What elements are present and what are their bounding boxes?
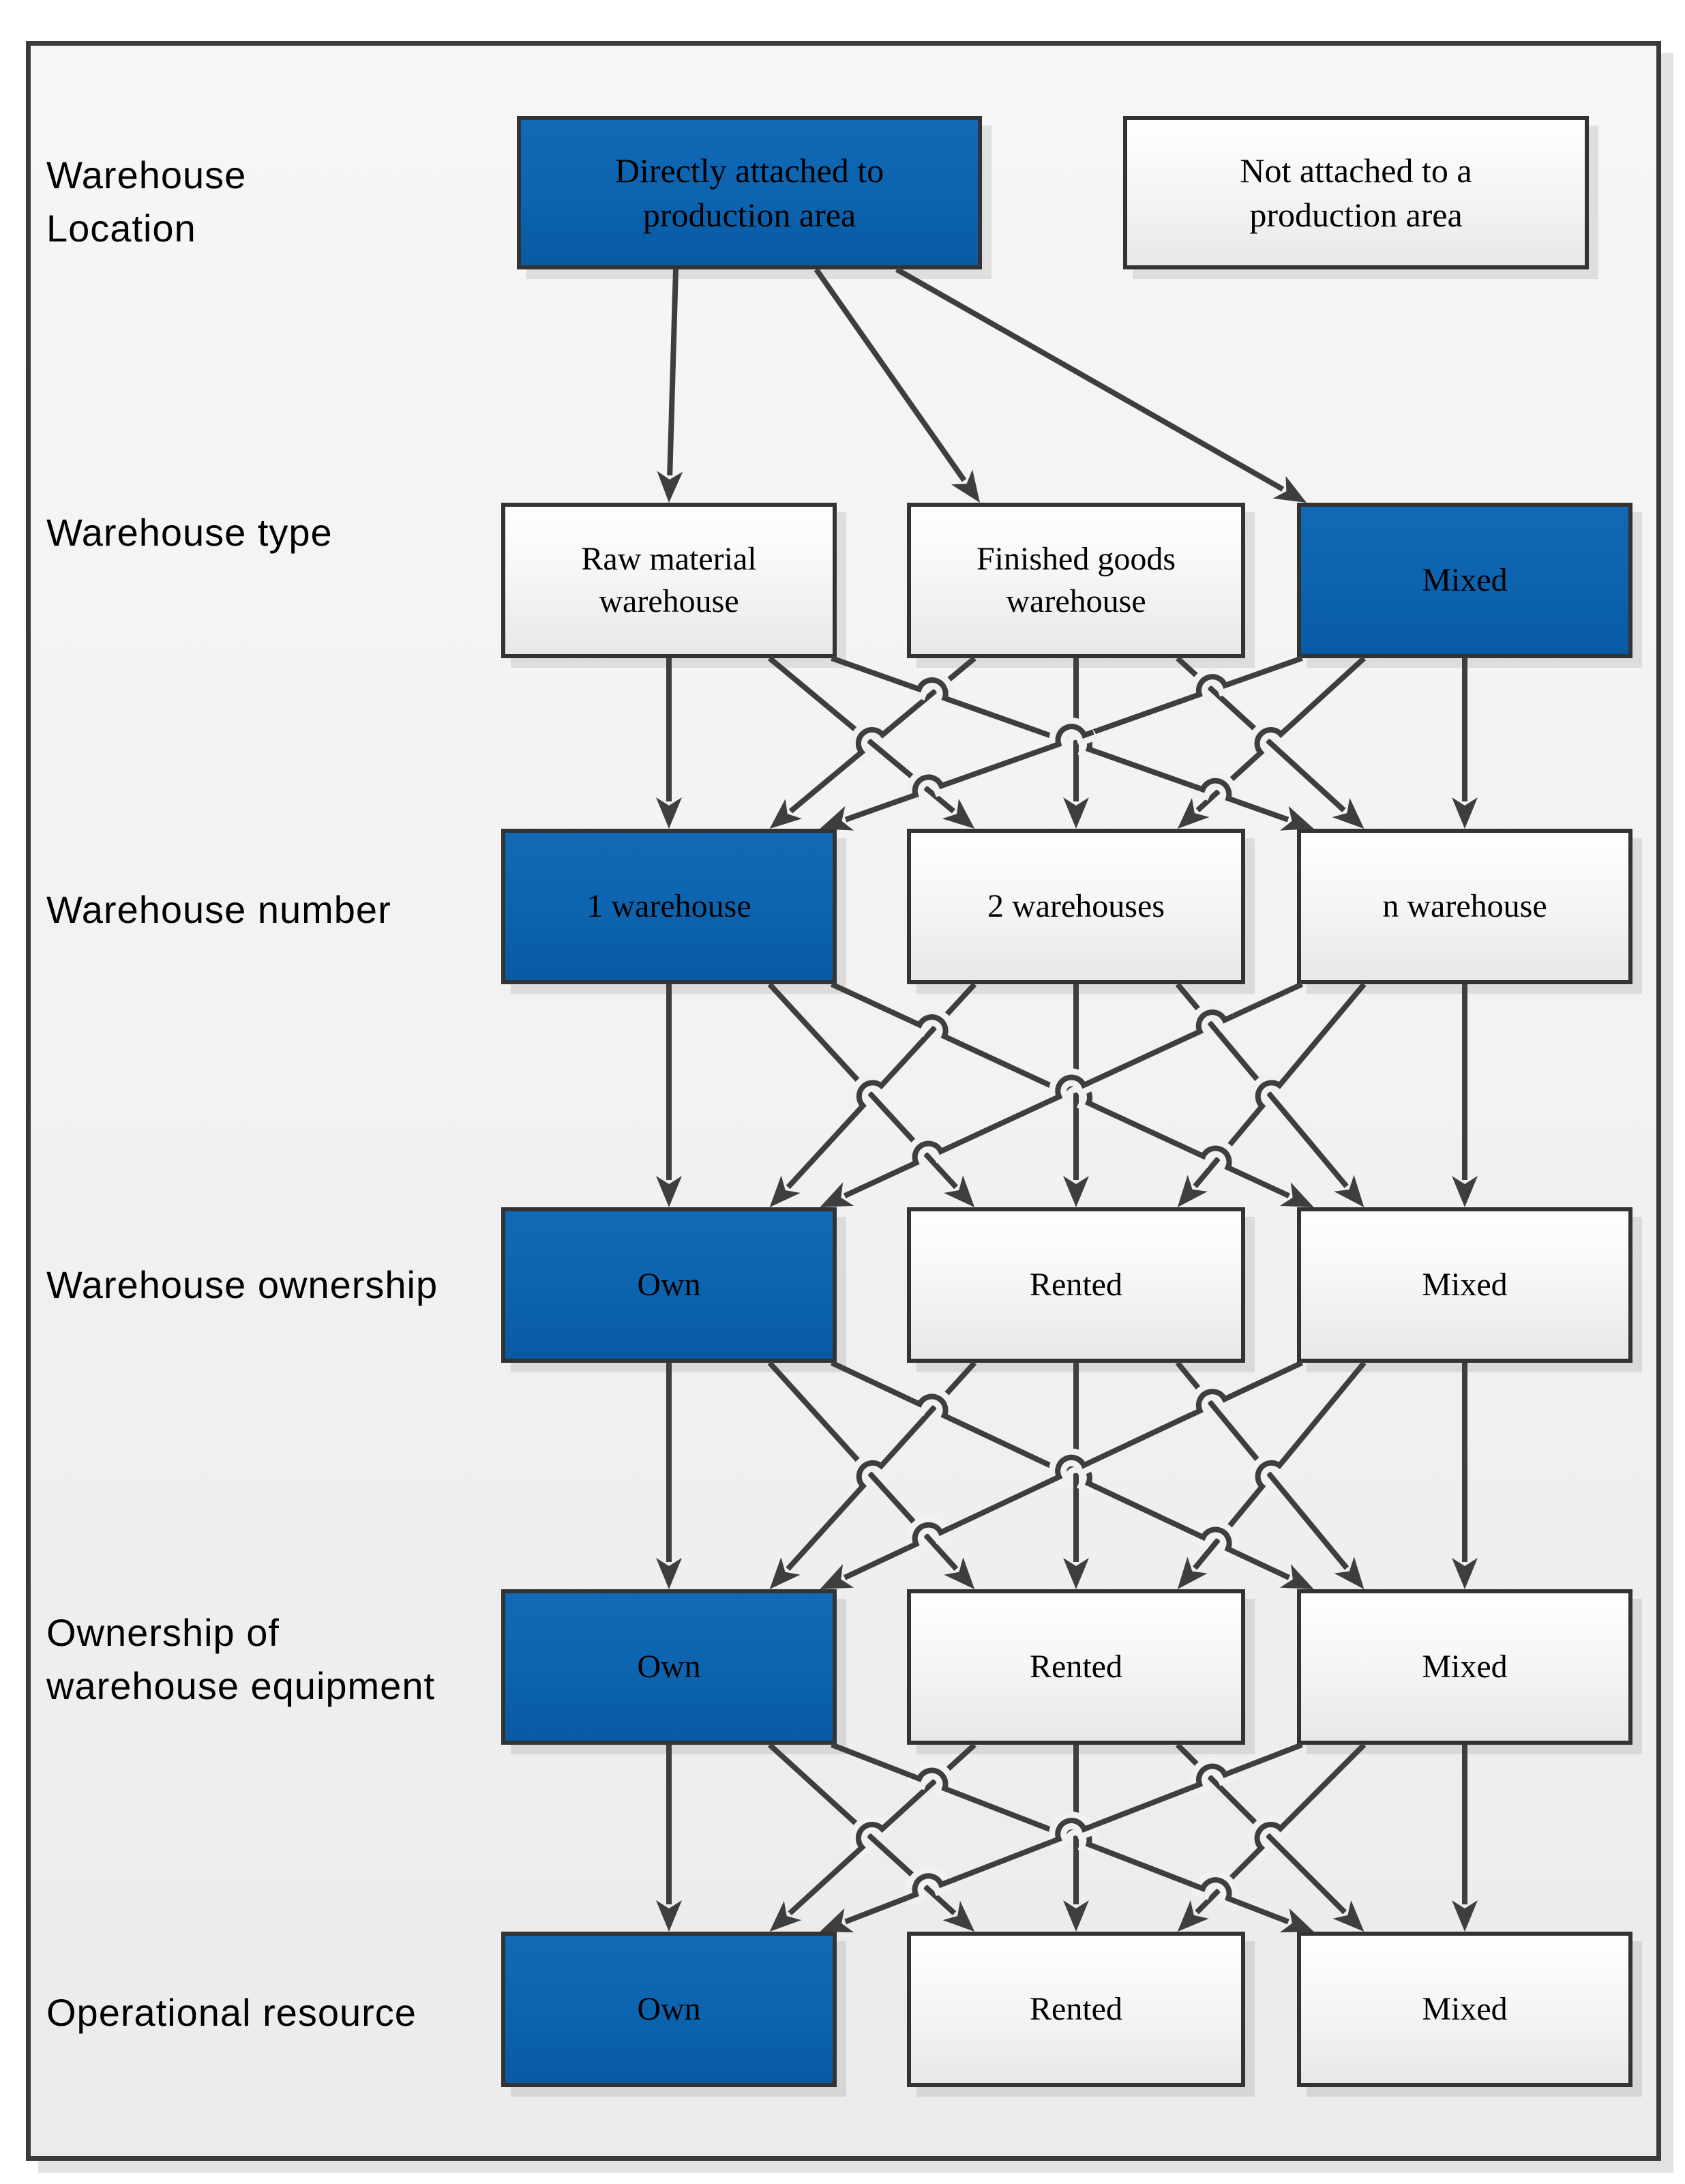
option-ownership-of-warehouse-equipment-mixed: Mixed [1297,1589,1632,1745]
option-text: Directly attached to production area [614,151,884,234]
option-operational-resource-rented: Rented [907,1932,1245,2087]
option-operational-resource-own: Own [501,1932,837,2087]
option-text: 2 warehouses [987,887,1165,924]
option-warehouse-number-1-warehouse: 1 warehouse [501,829,837,984]
row-label-line: Operational resource [46,1991,417,2034]
option-warehouse-ownership-mixed: Mixed [1297,1207,1632,1363]
option-text: Mixed [1422,1990,1508,2027]
option-ownership-of-warehouse-equipment-rented: Rented [907,1589,1245,1745]
option-text: 1 warehouse [586,887,751,924]
option-text: Rented [1030,1266,1122,1303]
option-text: Rented [1030,1648,1122,1685]
option-text: Mixed [1422,1648,1508,1685]
option-warehouse-type-mixed: Mixed [1297,503,1632,658]
row-label-line: Ownership of [46,1611,280,1654]
option-text: Own [637,1990,701,2027]
row-label-line: Warehouse [46,153,247,196]
diagram-frame [26,41,1661,2161]
row-label-warehouse-ownership: Warehouse ownership [46,1258,438,1312]
row-label-line: Warehouse number [46,888,391,931]
option-warehouse-number-2-warehouses: 2 warehouses [907,829,1245,984]
option-text: Own [637,1648,701,1685]
option-warehouse-ownership-rented: Rented [907,1207,1245,1363]
option-warehouse-type-finished-goods-warehouse: Finished goods warehouse [907,503,1245,658]
row-label-line: warehouse equipment [46,1664,436,1707]
option-text: Rented [1030,1990,1122,2027]
row-label-line: Warehouse ownership [46,1263,438,1306]
option-text: Finished goods warehouse [976,540,1176,619]
option-text: Raw material warehouse [581,540,757,619]
row-label-warehouse-number: Warehouse number [46,883,391,936]
option-text: n warehouse [1382,887,1547,924]
option-text: Not attached to a production area [1240,151,1472,234]
row-label-line: Warehouse type [46,511,333,554]
option-warehouse-ownership-own: Own [501,1207,837,1363]
row-label-ownership-of-warehouse-equipment: Ownership of warehouse equipment [46,1606,435,1713]
option-text: Own [637,1266,701,1303]
option-warehouse-number-n-warehouse: n warehouse [1297,829,1632,984]
row-label-warehouse-type: Warehouse type [46,506,333,559]
option-warehouse-type-raw-material-warehouse: Raw material warehouse [501,503,837,658]
option-text: Mixed [1422,1266,1508,1303]
option-warehouse-location-not-attached-to-a-production-area: Not attached to a production area [1123,116,1589,269]
row-label-line: Location [46,207,196,250]
option-text: Mixed [1422,561,1508,598]
option-warehouse-location-directly-attached-to-production-area: Directly attached to production area [517,116,982,269]
row-label-operational-resource: Operational resource [46,1986,417,2039]
option-operational-resource-mixed: Mixed [1297,1932,1632,2087]
option-ownership-of-warehouse-equipment-own: Own [501,1589,837,1745]
